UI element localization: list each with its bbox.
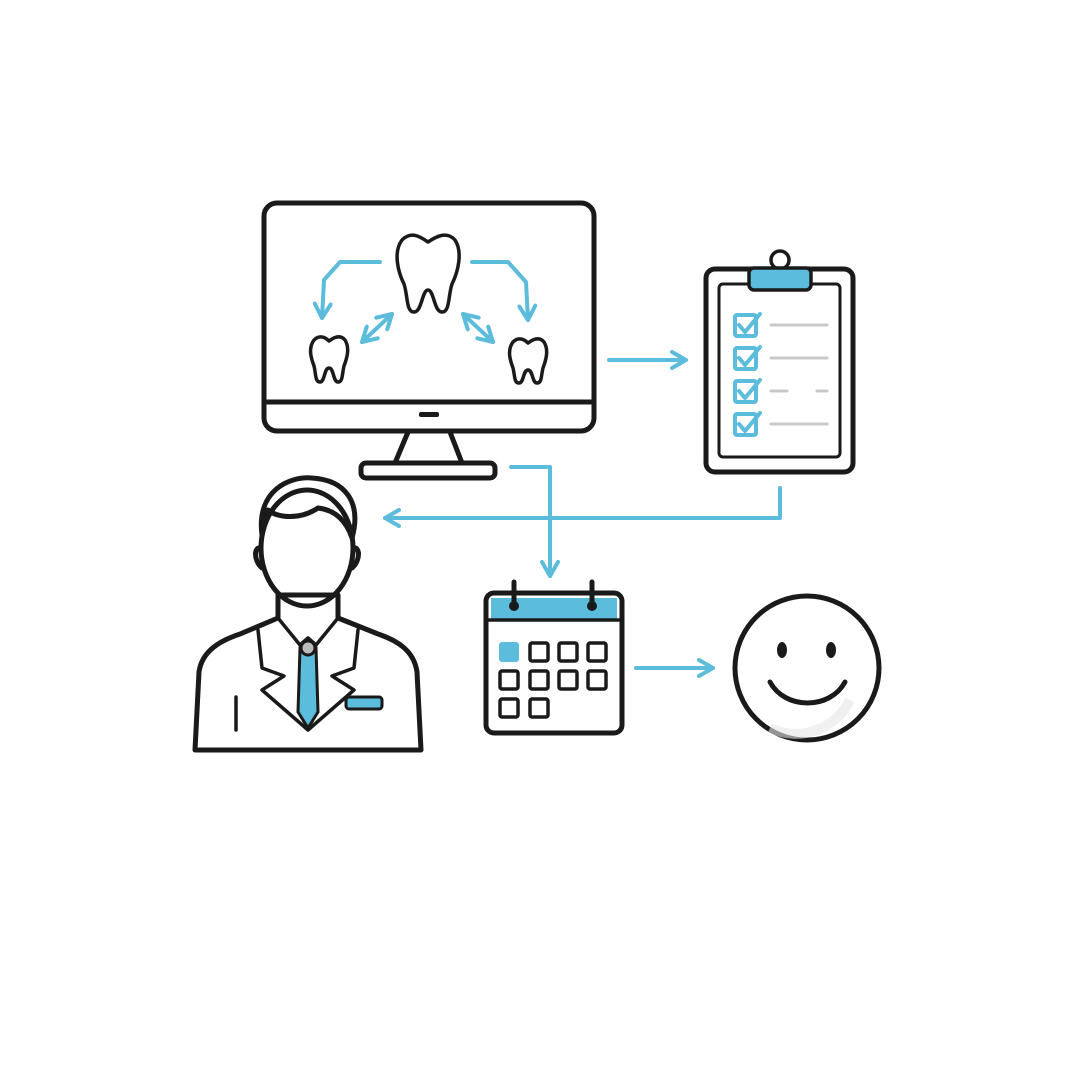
arrow-icon [461, 312, 495, 344]
arrow-icon [470, 260, 538, 322]
calendar-icon [483, 579, 625, 736]
arrow-icon [312, 260, 382, 320]
arrow-icon [509, 465, 560, 578]
arrow-icon [360, 312, 394, 344]
monitor-icon [261, 200, 597, 481]
checklist [733, 312, 829, 437]
tooth-icon-left [308, 335, 350, 384]
smiley-face-icon [732, 593, 882, 743]
calendar-grid [498, 641, 608, 719]
tooth-icon-large [395, 233, 461, 314]
tooth-icon-right [507, 337, 549, 385]
dentist-icon [192, 475, 424, 753]
clipboard-checklist-icon [703, 249, 856, 475]
arrow-icon [383, 486, 782, 528]
